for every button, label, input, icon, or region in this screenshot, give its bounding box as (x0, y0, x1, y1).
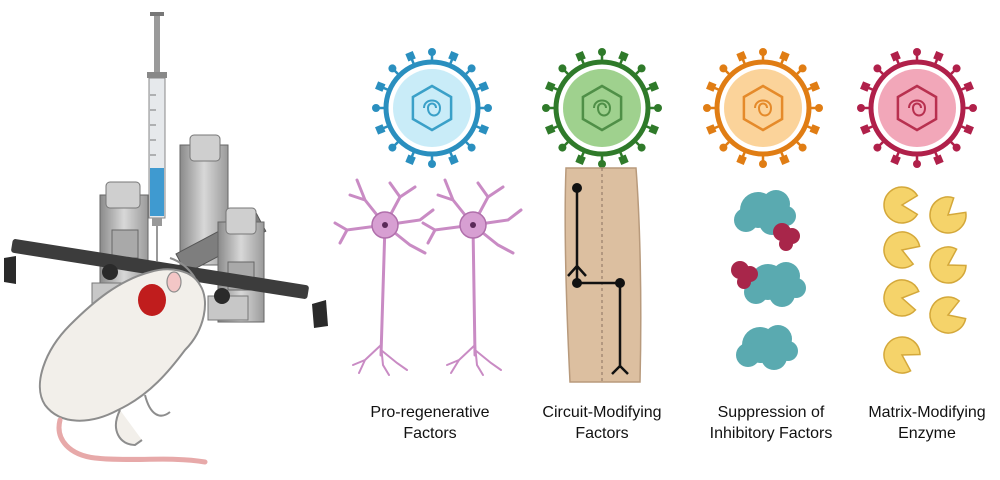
virus-icon (857, 48, 977, 168)
enzyme-shape (929, 246, 967, 284)
protein-blob (736, 325, 798, 370)
neuron-soma (371, 211, 487, 239)
enzyme-shape (929, 196, 967, 234)
enzyme-shape (883, 186, 919, 224)
virus-row (372, 48, 977, 168)
caption-suppression-inhibitory: Suppression of Inhibitory Factors (709, 404, 833, 442)
inhibitor-blob (773, 223, 800, 251)
enzyme-shape (929, 296, 967, 334)
enzyme-shape (883, 336, 921, 374)
tissue-section-icon (564, 167, 642, 383)
enzyme-icon (883, 186, 967, 374)
neuron-icon (333, 178, 523, 376)
protein-blob (744, 262, 806, 307)
caption-pro-regenerative: Pro-regenerative Factors (370, 404, 490, 442)
virus-icon (372, 48, 492, 168)
enzyme-shape (883, 231, 921, 269)
virus-icon (703, 48, 823, 168)
syringe-icon (147, 12, 167, 262)
virus-icon (542, 48, 662, 168)
caption-circuit-modifying: Circuit-Modifying Factors (542, 404, 662, 442)
enzyme-shape (883, 279, 920, 317)
rat-icon (38, 257, 208, 465)
caption-matrix-modifying: Matrix-Modifying Enzyme (868, 404, 986, 442)
protein-icon (731, 190, 806, 370)
inhibitor-blob (731, 261, 758, 289)
